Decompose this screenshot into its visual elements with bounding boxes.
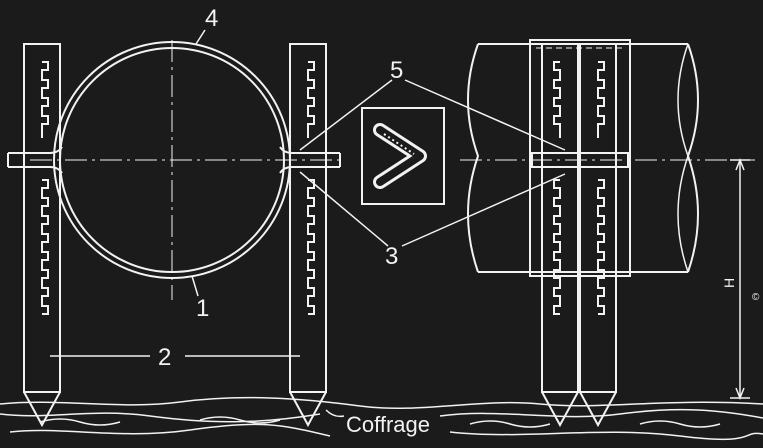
- detail-inset: [361, 107, 445, 205]
- right-view-post-right: [579, 43, 617, 393]
- pipe-right-end: [686, 43, 699, 273]
- label-ground: Coffrage: [346, 412, 430, 437]
- label-part-5: 5: [390, 57, 403, 84]
- right-view-teeth-left: [553, 61, 561, 315]
- ground-grain-2: [199, 416, 281, 424]
- detail-chevron-inner: [376, 126, 424, 186]
- leader-5-left: [299, 79, 393, 151]
- right-post-spike: [289, 391, 327, 428]
- label-part-3: 3: [385, 243, 398, 270]
- right-view-post-left: [541, 43, 579, 393]
- left-flange: [8, 146, 63, 174]
- label-corner-mark: ©: [752, 292, 760, 303]
- left-post: [23, 43, 61, 393]
- ground-line-4: [9, 423, 331, 437]
- right-view-teeth-right: [597, 61, 605, 315]
- left-view: [7, 29, 345, 428]
- right-view-spike-right: [579, 391, 617, 428]
- leader-3-right: [401, 173, 566, 247]
- right-post: [289, 43, 327, 393]
- ground-grain-1: [39, 418, 121, 426]
- right-view: [460, 39, 755, 428]
- pipe-left-end: [467, 43, 480, 273]
- dim-h-arrow-top: [735, 157, 745, 171]
- leaders: [299, 79, 566, 247]
- ground-line-5: [449, 431, 763, 441]
- detail-hatch: [383, 133, 415, 155]
- label-part-1: 1: [196, 295, 209, 322]
- leader-3-left: [299, 171, 389, 247]
- ground-line-3: [439, 408, 763, 419]
- pipe-right-end-inner: [677, 43, 689, 273]
- right-flange: [279, 146, 340, 174]
- ground-grain-4: [639, 420, 721, 428]
- label-height: H: [721, 278, 737, 288]
- label-part-4: 4: [205, 5, 218, 32]
- leader-4: [195, 29, 206, 45]
- detail-frame: [361, 107, 445, 205]
- left-post-spike: [23, 391, 61, 428]
- right-view-spike-left: [541, 391, 579, 428]
- leader-coffrage: [325, 409, 345, 418]
- ground-line-2: [0, 412, 321, 423]
- ground-coffrage: [0, 396, 763, 441]
- leader-5-right: [404, 79, 566, 151]
- ground-grain-3: [469, 420, 551, 428]
- left-post-teeth: [41, 61, 49, 315]
- right-post-teeth: [307, 61, 315, 315]
- ground-line-1: [0, 396, 763, 410]
- label-part-2: 2: [158, 344, 171, 371]
- dim-h-arrow-bottom: [735, 387, 745, 401]
- leader-1: [191, 275, 199, 297]
